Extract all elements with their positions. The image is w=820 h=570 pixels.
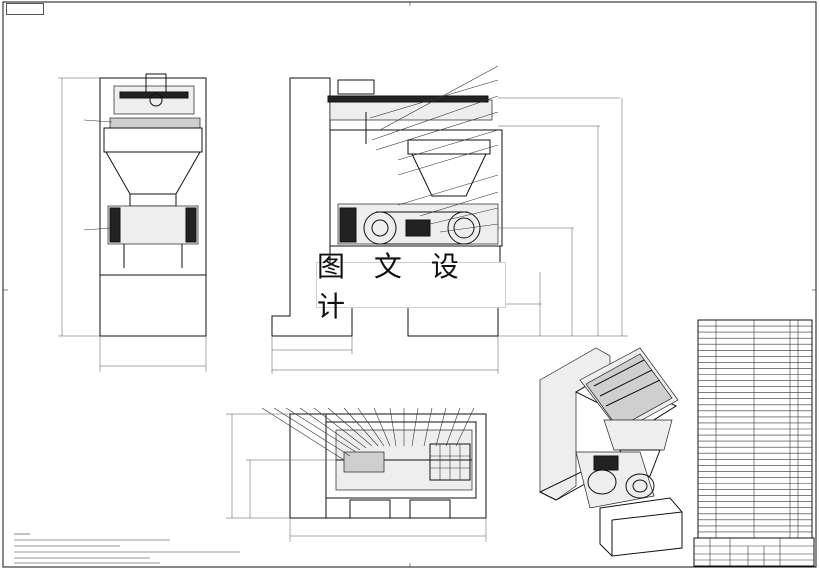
title-block xyxy=(693,537,815,567)
side-view xyxy=(271,65,628,374)
bom-rows xyxy=(698,325,812,533)
top-view xyxy=(226,407,487,542)
watermark-label: 图 文 设 计 xyxy=(316,250,506,323)
front-view xyxy=(58,73,207,372)
isometric-view xyxy=(538,347,683,557)
technical-notes xyxy=(14,533,240,564)
corner-tag xyxy=(6,3,44,15)
